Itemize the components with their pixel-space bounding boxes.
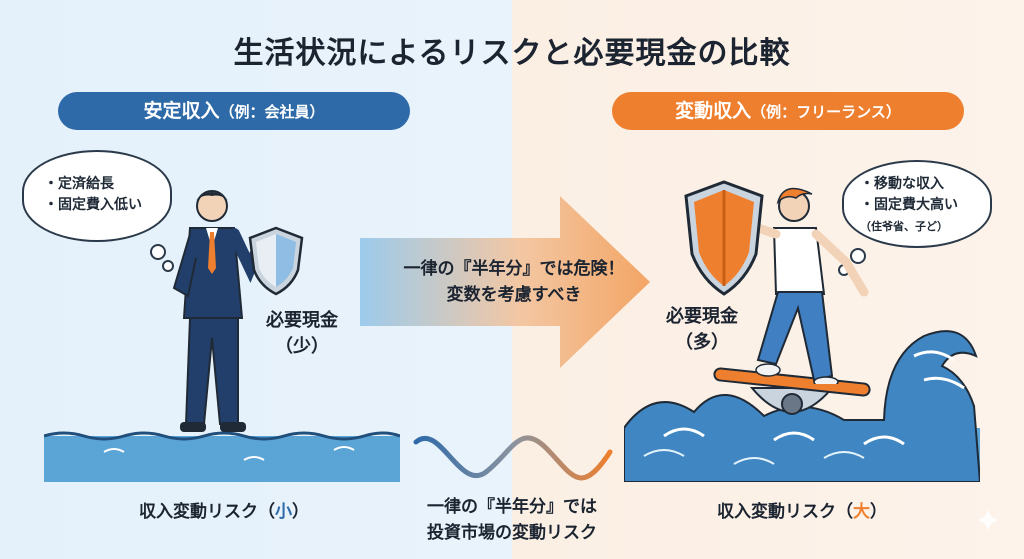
market-volatility-line (413, 435, 613, 481)
center-caption-line: 一律の『半年分』では (427, 497, 597, 517)
stable-income-header: 安定収入（例：会社員） (58, 92, 410, 130)
left-risk-text: 収入変動リスク（ (139, 502, 275, 522)
variable-income-header: 変動収入（例：フリーランス） (612, 92, 964, 130)
left-bubble-line: ・固定費入低い (44, 197, 142, 213)
page-title: 生活状況によるリスクと必要現金の比較 (233, 36, 791, 71)
businessman-icon (172, 190, 264, 432)
thought-dot (162, 260, 174, 272)
left-risk-level: 小 (275, 502, 292, 522)
large-shield-icon (684, 180, 764, 296)
stable-income-label: 安定収入 (143, 100, 220, 122)
variable-income-label: 変動収入 (675, 100, 752, 122)
right-risk-caption: 収入変動リスク（大） (662, 497, 942, 522)
right-risk-text: 収入変動リスク（ (717, 502, 853, 522)
sparkle-icon (976, 508, 1000, 532)
right-cash-label: 必要現金 （多） (652, 304, 752, 356)
right-cash-text: 必要現金 (666, 306, 738, 327)
left-thought-bubble: ・定済給長 ・固定費入低い (22, 150, 172, 242)
right-risk-level: 大 (853, 502, 870, 522)
arrow-message-line: 一律の『半年分』では危険！ (403, 259, 625, 279)
right-bubble-line: ・固定費大高い (860, 197, 958, 213)
left-cash-amount: （少） (275, 336, 329, 357)
left-risk-caption: 収入変動リスク（小） (84, 497, 364, 522)
left-cash-label: 必要現金 （少） (252, 308, 352, 360)
arrow-message-line: 変数を考慮すべき (446, 285, 582, 305)
right-cash-amount: （多） (675, 332, 729, 353)
thought-dot (150, 244, 166, 260)
right-bubble-line: ・移動な収入 (860, 176, 944, 192)
left-bubble-line: ・定済給長 (44, 176, 114, 192)
right-bubble-note: （住爷省、子ど） (860, 220, 948, 233)
freelancer-icon (753, 187, 869, 384)
left-risk-close: ） (292, 502, 309, 522)
left-cash-text: 必要現金 (266, 310, 338, 331)
balance-board-icon (713, 367, 871, 415)
center-bottom-caption: 一律の『半年分』では 投資市場の変動リスク (382, 494, 642, 546)
calm-water (44, 431, 400, 482)
transition-arrow (360, 196, 650, 368)
right-risk-close: ） (870, 502, 887, 522)
center-caption-line: 投資市場の変動リスク (427, 523, 597, 543)
stable-income-example: （例：会社員） (219, 103, 325, 121)
small-shield-icon (248, 226, 304, 296)
thought-dot (850, 248, 866, 264)
variable-income-example: （例：フリーランス） (751, 103, 901, 121)
arrow-message: 一律の『半年分』では危険！ 変数を考慮すべき (384, 256, 644, 308)
big-wave (624, 330, 980, 482)
right-thought-bubble: ・移動な収入 ・固定費大高い （住爷省、子ど） (842, 160, 992, 248)
